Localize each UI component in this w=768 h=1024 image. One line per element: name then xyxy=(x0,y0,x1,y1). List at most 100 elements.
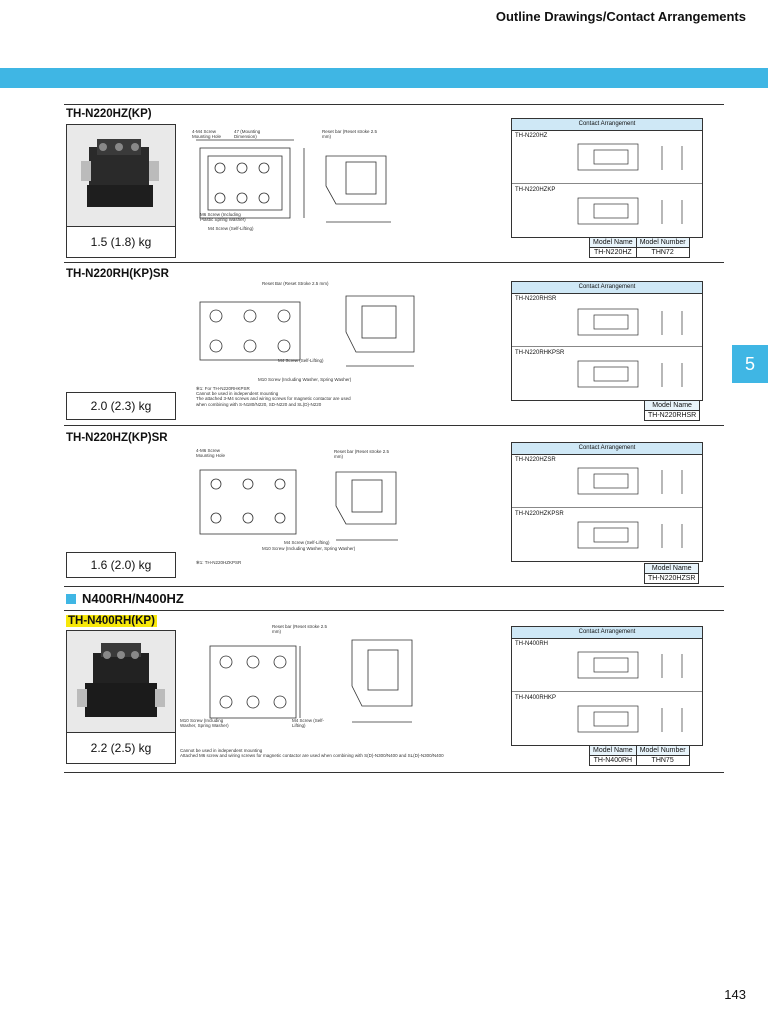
section-rule xyxy=(64,104,724,105)
section-title: TH-N220HZ(KP) xyxy=(66,108,152,120)
model-name-header: Model Name xyxy=(589,237,637,248)
callout: Reset bar (Reset stroke 2.5 mm) xyxy=(272,624,328,635)
callout: 47 (Mounting Dimension) xyxy=(234,129,261,140)
page-number: 143 xyxy=(724,987,746,1002)
model-name-header: Model Name xyxy=(643,563,700,574)
note-line: ✻1: TH-N220HZKPSR xyxy=(196,560,242,565)
section-rule xyxy=(64,425,724,426)
product-photo xyxy=(67,631,175,733)
model-table: Model Name TH-N220HZSR xyxy=(643,563,700,584)
contact-label: TH-N400RH xyxy=(515,641,549,647)
model-name-value: TH-N400RH xyxy=(589,755,637,766)
section-title: TH-N400RH(KP) xyxy=(66,615,157,627)
callout: M10 Screw (Including Washer, Spring Wash… xyxy=(180,718,229,729)
contact-row: TH-N220HZ xyxy=(512,130,702,183)
section-rule xyxy=(64,586,724,587)
contact-row: TH-N220HZSR xyxy=(512,454,702,507)
contact-label: TH-N220RHKPSR xyxy=(515,350,565,356)
contact-row: TH-N220HZKPSR xyxy=(512,507,702,561)
contact-row: TH-N400RHKP xyxy=(512,691,702,745)
model-name-value: TH-N220HZ xyxy=(589,247,637,258)
section-title: TH-N220RH(KP)SR xyxy=(66,268,169,280)
contact-arrangement-box: Contact Arrangement TH-N220RHSR TH-N220R… xyxy=(511,281,703,401)
section-notes: ✻1: For TH-N220RHKPSR Cannot be used in … xyxy=(196,386,396,407)
outline-drawing-2 xyxy=(199,295,415,367)
contact-schematic xyxy=(577,705,683,733)
model-name-value: TH-N220RHSR xyxy=(643,410,701,421)
contact-arrangement-header: Contact Arrangement xyxy=(512,627,702,639)
product-photo xyxy=(67,125,175,227)
section-title: TH-N220HZ(KP)SR xyxy=(66,432,168,444)
outline-drawing-1 xyxy=(196,139,391,223)
contact-label: TH-N220HZKPSR xyxy=(515,511,564,517)
callout: Reset bar (Reset stroke 2.5 mm) xyxy=(334,449,390,460)
contact-arrangement-header: Contact Arrangement xyxy=(512,119,702,131)
contact-schematic xyxy=(577,651,683,679)
callout: M4 Screw (Self-Lifting) xyxy=(208,226,254,231)
model-number-header: Model Number xyxy=(635,745,690,756)
contact-schematic xyxy=(577,143,683,171)
contact-schematic xyxy=(577,467,683,495)
contact-row: TH-N220RHKPSR xyxy=(512,346,702,400)
callout: Reset Bar (Reset Stroke 2.5 mm) xyxy=(262,281,329,286)
weight-label: 2.0 (2.3) kg xyxy=(90,399,152,413)
note-line: when combining with S-N180/N220, SD-N220… xyxy=(196,401,322,407)
section-title-highlighted: TH-N400RH(KP) xyxy=(66,615,157,627)
model-name-value: TH-N220HZSR xyxy=(643,573,700,584)
model-number-value: THN75 xyxy=(635,755,690,766)
note-line: The attached 3-M4 screws and wiring scre… xyxy=(196,396,351,402)
model-number-header: Model Number xyxy=(635,237,690,248)
callout: 4-M6 Screw Mounting Hole xyxy=(196,448,226,459)
section-notes: Cannot be used in independent mounting A… xyxy=(180,748,500,758)
weight-frame: 1.6 (2.0) kg xyxy=(66,552,176,578)
note-line: Cannot be used in independent mounting xyxy=(196,391,279,397)
callout: M4 Screw (Self-Lifting) xyxy=(278,358,324,363)
note-line: Attached M6 screw and wiring screws for … xyxy=(180,753,444,759)
section-rule xyxy=(64,772,724,773)
contact-arrangement-box: Contact Arrangement TH-N220HZ TH-N220HZK… xyxy=(511,118,703,238)
contact-schematic xyxy=(577,360,683,388)
relay-image xyxy=(77,643,165,717)
callout: M6 Screw (Including Plastic Spring Washe… xyxy=(200,212,246,223)
relay-image xyxy=(81,139,159,207)
note-line: ✻1: For TH-N220RHKPSR xyxy=(196,386,250,391)
callout: M10 Screw (Including Washer, Spring Wash… xyxy=(258,377,352,382)
header-band xyxy=(0,68,768,88)
contact-arrangement-box: Contact Arrangement TH-N400RH TH-N400RHK… xyxy=(511,626,703,746)
callout: M4 Screw (Self-Lifting) xyxy=(292,718,325,729)
callout: Reset bar (Reset stroke 2.5 mm) xyxy=(322,129,378,140)
outline-drawing-3 xyxy=(199,469,398,541)
contact-schematic xyxy=(577,197,683,225)
weight-frame: 2.0 (2.3) kg xyxy=(66,392,176,420)
page-header-title: Outline Drawings/Contact Arrangements xyxy=(495,9,746,24)
product-photo-frame: 2.2 (2.5) kg xyxy=(66,630,176,764)
callout: M10 Screw (Including Washer, Spring Wash… xyxy=(262,546,356,551)
product-photo-frame: 1.5 (1.8) kg xyxy=(66,124,176,258)
chapter-tab: 5 xyxy=(732,345,768,383)
contact-arrangement-box: Contact Arrangement TH-N220HZSR TH-N220H… xyxy=(511,442,703,562)
contact-label: TH-N220HZ xyxy=(515,133,548,139)
contact-arrangement-header: Contact Arrangement xyxy=(512,282,702,294)
contact-label: TH-N400RHKP xyxy=(515,695,557,701)
contact-row: TH-N400RH xyxy=(512,638,702,691)
contact-row: TH-N220HZKP xyxy=(512,183,702,237)
contact-schematic xyxy=(577,308,683,336)
series-heading: N400RH/N400HZ xyxy=(66,591,184,606)
note-line: Cannot be used in independent mounting xyxy=(180,748,263,753)
model-number-value: THN72 xyxy=(635,247,690,258)
heading-marker xyxy=(66,594,76,604)
callout: 4-M4 Screw Mounting Hole xyxy=(192,129,222,140)
weight-label: 1.5 (1.8) kg xyxy=(67,226,175,257)
contact-label: TH-N220HZSR xyxy=(515,457,556,463)
weight-label: 1.6 (2.0) kg xyxy=(90,558,152,572)
contact-arrangement-header: Contact Arrangement xyxy=(512,443,702,455)
contact-schematic xyxy=(577,521,683,549)
contact-row: TH-N220RHSR xyxy=(512,293,702,346)
weight-label: 2.2 (2.5) kg xyxy=(67,732,175,763)
outline-drawing-4 xyxy=(209,639,413,723)
contact-label: TH-N220HZKP xyxy=(515,187,556,193)
section-rule xyxy=(64,610,724,611)
model-name-header: Model Name xyxy=(589,745,637,756)
